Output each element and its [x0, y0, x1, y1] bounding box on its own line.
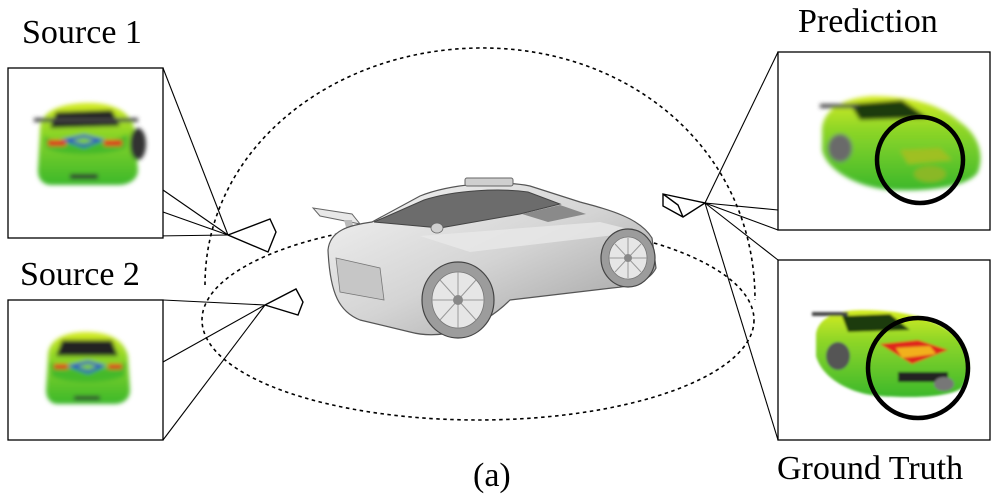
source2-camera-icon — [263, 288, 304, 316]
target-camera-group — [662, 51, 779, 441]
ground-truth-image-panel — [777, 259, 991, 441]
dome-arc — [204, 47, 756, 301]
source1-label: Source 1 — [22, 14, 142, 51]
rear-wheel — [421, 261, 495, 339]
ground-truth-label: Ground Truth — [777, 450, 964, 487]
source2-camera-group — [162, 288, 304, 441]
camera-sphere — [201, 47, 756, 421]
central-car-model — [311, 177, 657, 339]
prediction-image-panel — [777, 51, 991, 231]
figure-caption: (a) — [473, 457, 511, 494]
source1-camera-icon — [226, 218, 277, 253]
source2-image-panel — [7, 299, 164, 441]
source1-image-panel — [7, 67, 164, 239]
front-wheel — [600, 228, 656, 288]
prediction-label: Prediction — [798, 3, 938, 40]
target-camera-icon — [662, 193, 707, 218]
ground-truth-highlight-circle — [865, 315, 971, 421]
ground-ellipse — [201, 219, 755, 421]
prediction-highlight-circle — [874, 114, 966, 206]
source2-label: Source 2 — [20, 256, 140, 293]
